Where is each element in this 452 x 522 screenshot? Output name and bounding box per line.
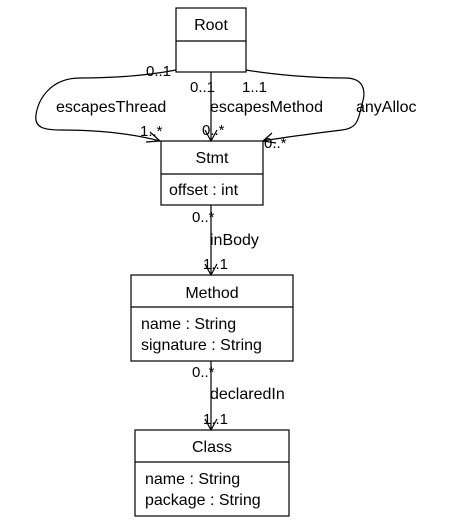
declared-in-role: declaredIn [210,386,285,403]
class-method-name: Method [185,285,238,302]
association-any-alloc: anyAlloc 1..1 0..* [242,69,416,152]
escapes-method-source-multiplicity: 0..1 [190,79,215,96]
any-alloc-role: anyAlloc [356,99,416,116]
class-class-attribute: package : String [145,492,261,509]
in-body-role: inBody [210,232,259,249]
escapes-method-role: escapesMethod [210,99,323,116]
escapes-thread-line [35,69,177,142]
class-stmt-box [160,140,264,206]
escapes-thread-target-multiplicity: 1..* [140,123,163,140]
association-escapes-thread: escapesThread 0..1 1..* [35,63,177,143]
class-method: Method name : String signature : String [130,274,294,362]
class-root: Root [175,7,247,73]
escapes-method-target-multiplicity: 0..* [202,122,225,139]
declared-in-arrowhead [204,418,218,432]
escapes-thread-role: escapesThread [56,99,166,116]
in-body-target-multiplicity: 1..1 [203,256,228,273]
class-class-box [134,429,290,517]
any-alloc-line [245,69,365,142]
class-stmt: Stmt offset : int [160,140,264,206]
class-method-attribute: name : String [141,316,236,333]
escapes-thread-arrowhead [145,131,162,143]
class-root-box [175,7,247,73]
association-in-body: inBody 0..* 1..1 [192,205,259,277]
class-stmt-attribute: offset : int [169,182,239,199]
in-body-arrowhead [204,263,218,277]
class-class: Class name : String package : String [134,429,290,517]
any-alloc-target-multiplicity: 0..* [264,135,287,152]
escapes-thread-source-multiplicity: 0..1 [146,63,171,80]
class-stmt-name: Stmt [196,150,229,167]
any-alloc-source-multiplicity: 1..1 [242,79,267,96]
association-declared-in: declaredIn 0..* 1..1 [192,361,285,432]
class-root-name: Root [194,17,228,34]
class-method-box [130,274,294,362]
class-class-name: Class [192,439,232,456]
in-body-source-multiplicity: 0..* [192,209,215,226]
declared-in-target-multiplicity: 1..1 [203,411,228,428]
class-class-attribute: name : String [145,471,240,488]
any-alloc-arrowhead [261,132,277,144]
escapes-method-arrowhead [204,129,218,143]
association-escapes-method: escapesMethod 0..1 0..* [190,72,323,143]
class-method-attribute: signature : String [141,337,262,354]
declared-in-source-multiplicity: 0..* [192,364,215,381]
